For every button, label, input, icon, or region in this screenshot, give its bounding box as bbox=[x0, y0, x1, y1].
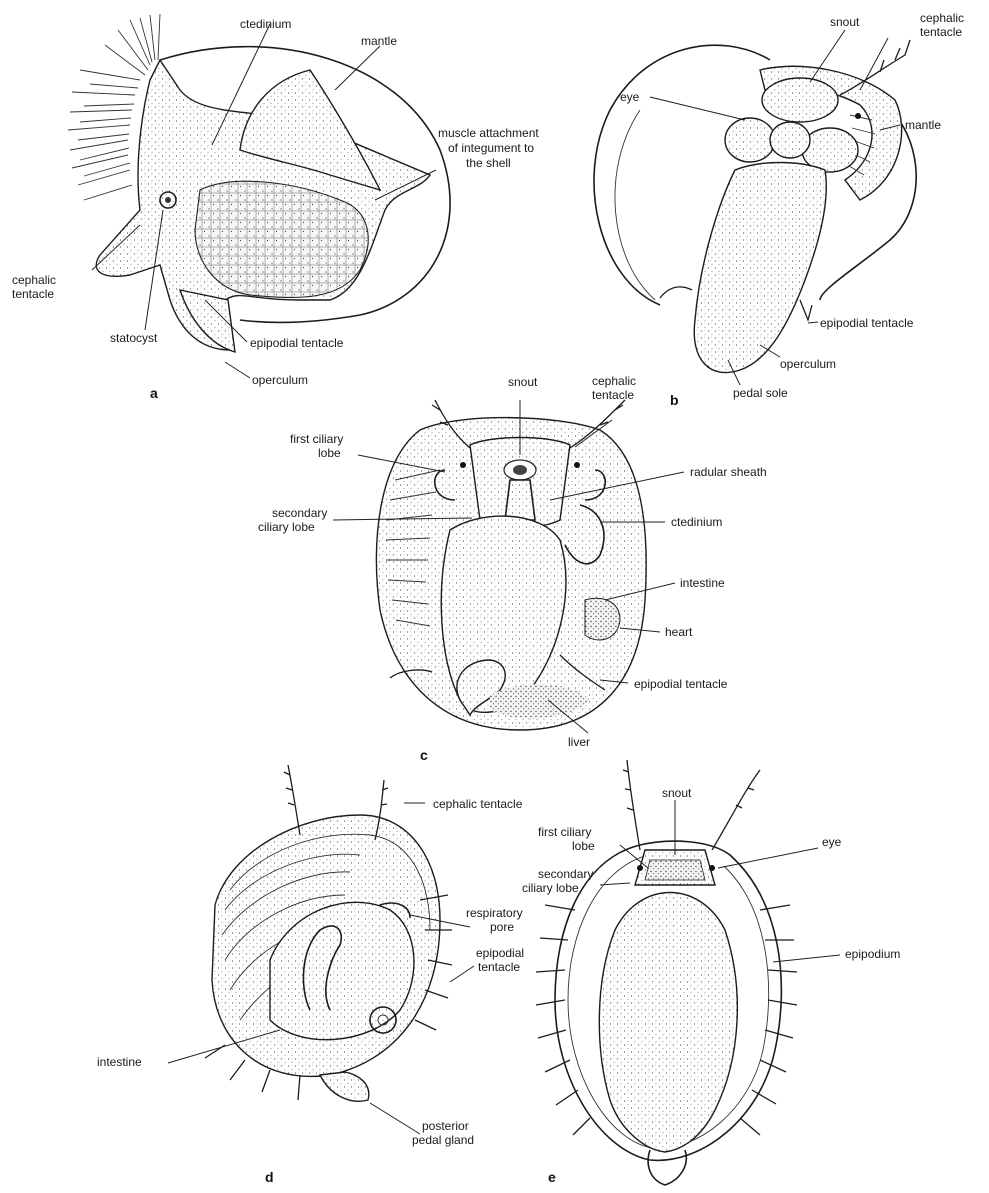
label-a-ctenidium: ctedinium bbox=[240, 17, 291, 31]
panel-letter-d: d bbox=[265, 1169, 274, 1185]
label-c-epipodial: epipodial tentacle bbox=[634, 677, 728, 691]
label-a-mantle: mantle bbox=[361, 34, 397, 48]
label-d-epipodial-1: epipodial bbox=[476, 946, 524, 960]
label-d-posterior-1: posterior bbox=[422, 1119, 469, 1133]
label-d-respiratory-1: respiratory bbox=[466, 906, 523, 920]
label-e-secondary-2: ciliary lobe bbox=[522, 881, 579, 895]
label-e-epipodium: epipodium bbox=[845, 947, 900, 961]
panel-letter-e: e bbox=[548, 1169, 556, 1185]
label-b-operculum: operculum bbox=[780, 357, 836, 371]
label-b-pedal-sole: pedal sole bbox=[733, 386, 788, 400]
label-e-first-2: lobe bbox=[572, 839, 595, 853]
label-a-epipodial: epipodial tentacle bbox=[250, 336, 344, 350]
panel-letter-b: b bbox=[670, 392, 679, 408]
label-d-cephalic: cephalic tentacle bbox=[433, 797, 523, 811]
label-c-secondary-1: secondary bbox=[272, 506, 327, 520]
label-a-operculum: operculum bbox=[252, 373, 308, 387]
label-d-intestine: intestine bbox=[97, 1055, 142, 1069]
label-a-muscle-2: of integument to bbox=[448, 141, 534, 155]
label-a-muscle-1: muscle attachment bbox=[438, 126, 539, 140]
label-b-epipodial: epipodial tentacle bbox=[820, 316, 914, 330]
label-c-cephalic-2: tentacle bbox=[592, 388, 634, 402]
panel-e: snout first ciliary lobe eye secondary c… bbox=[522, 760, 900, 1185]
label-c-cephalic-1: cephalic bbox=[592, 374, 636, 388]
label-e-secondary-1: secondary bbox=[538, 867, 593, 881]
label-e-snout: snout bbox=[662, 786, 692, 800]
label-c-first-1: first ciliary bbox=[290, 432, 343, 446]
label-c-snout: snout bbox=[508, 375, 538, 389]
panel-a-drawing bbox=[68, 14, 450, 352]
label-d-posterior-2: pedal gland bbox=[412, 1133, 474, 1147]
label-c-first-2: lobe bbox=[318, 446, 341, 460]
panel-b: snout cephalic tentacle eye mantle epipo… bbox=[594, 11, 964, 408]
label-e-first-1: first ciliary bbox=[538, 825, 591, 839]
label-a-cephalic-2: tentacle bbox=[12, 287, 54, 301]
panel-letter-c: c bbox=[420, 747, 428, 763]
label-b-snout: snout bbox=[830, 15, 860, 29]
label-d-epipodial-2: tentacle bbox=[478, 960, 520, 974]
label-a-statocyst: statocyst bbox=[110, 331, 158, 345]
label-a-cephalic-1: cephalic bbox=[12, 273, 56, 287]
panel-d: cephalic tentacle respiratory pore epipo… bbox=[97, 765, 524, 1185]
label-c-secondary-2: ciliary lobe bbox=[258, 520, 315, 534]
label-c-heart: heart bbox=[665, 625, 693, 639]
panel-letter-a: a bbox=[150, 385, 158, 401]
label-b-mantle: mantle bbox=[905, 118, 941, 132]
label-b-eye: eye bbox=[620, 90, 640, 104]
label-e-eye: eye bbox=[822, 835, 842, 849]
label-d-respiratory-2: pore bbox=[490, 920, 514, 934]
label-b-cephalic-1: cephalic bbox=[920, 11, 964, 25]
label-c-radular: radular sheath bbox=[690, 465, 767, 479]
label-c-liver: liver bbox=[568, 735, 590, 749]
label-c-intestine: intestine bbox=[680, 576, 725, 590]
panel-a: ctedinium mantle muscle attachment of in… bbox=[12, 14, 539, 401]
panel-c: snout cephalic tentacle first ciliary lo… bbox=[258, 374, 767, 763]
label-a-muscle-3: the shell bbox=[466, 156, 511, 170]
label-c-ctenidium: ctedinium bbox=[671, 515, 722, 529]
panel-d-drawing bbox=[205, 765, 452, 1101]
panel-e-drawing bbox=[536, 760, 797, 1185]
label-b-cephalic-2: tentacle bbox=[920, 25, 962, 39]
